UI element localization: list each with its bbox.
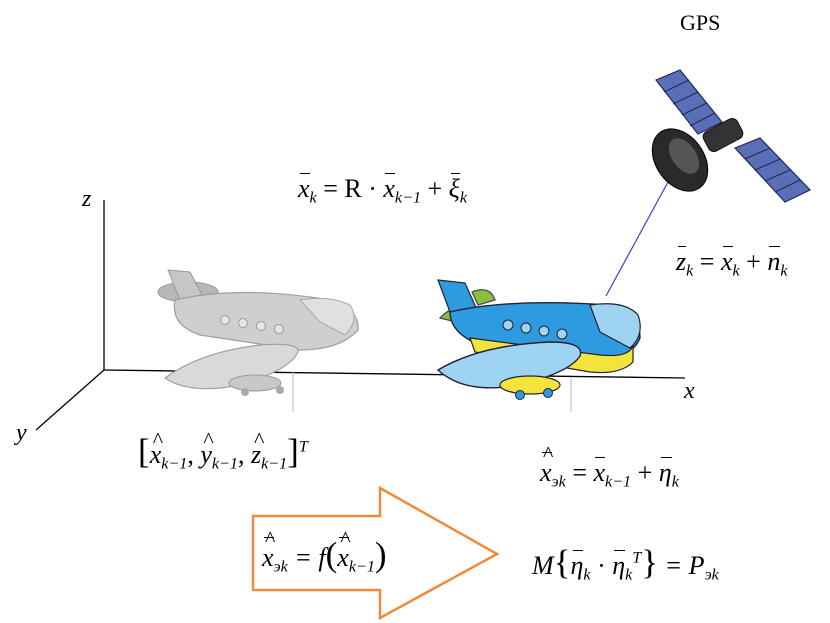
gps-label: GPS: [680, 10, 721, 35]
gps-satellite-icon: [651, 69, 812, 203]
covariance-equation: M{ηk · ηkT} = Pэk: [532, 543, 719, 584]
x-axis-label: x: [684, 378, 695, 404]
state-equation: xk = R · xk−1 + ξk: [298, 173, 467, 207]
extrapolation-arrow: [251, 485, 500, 621]
prior-state-vector: [xk−1, yk−1, zk−1]T: [138, 427, 308, 474]
measurement-equation: zk = xk + nk: [676, 246, 788, 280]
y-axis: [35, 369, 105, 431]
previous-airplane-icon: [157, 269, 359, 396]
predicted-state-equation: xэk = xk−1 + ηk: [540, 441, 679, 492]
current-airplane-icon: [436, 279, 641, 400]
gps-link-line: [605, 181, 669, 297]
z-axis-label: z: [82, 186, 92, 212]
y-axis-label: y: [16, 420, 27, 446]
extrapolation-equation: xэk = f(xk−1): [262, 526, 387, 577]
